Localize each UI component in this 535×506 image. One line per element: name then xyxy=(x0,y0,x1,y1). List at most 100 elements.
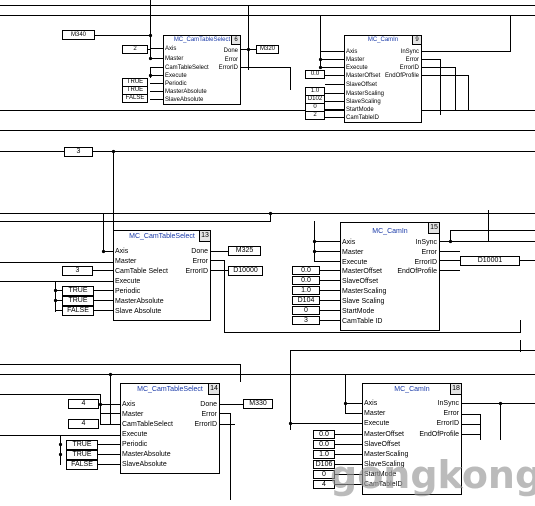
pin-slaveoffset: SlaveOffset xyxy=(346,82,377,88)
fb-instance-number: 14 xyxy=(208,384,219,395)
pin-error: Error xyxy=(192,258,208,265)
pin-axis: Axis xyxy=(342,239,356,246)
pin-done: Done xyxy=(200,401,217,408)
pin-slaveabsolute: SlaveAbsolute xyxy=(165,97,204,103)
output-done-variable[interactable]: M330 xyxy=(243,399,273,409)
watermark-text: gongkong xyxy=(330,453,535,497)
pin-master: Master xyxy=(115,258,137,265)
constant-3[interactable]: 3 xyxy=(64,147,93,157)
pin-periodic: Periodic xyxy=(115,288,141,295)
pin-endofprofile: EndOfProfile xyxy=(419,431,459,438)
fb-mc-camtableselect-13[interactable]: MC_CamTableSelect 13 Axis Master CamTabl… xyxy=(113,230,211,321)
pin-error: Error xyxy=(443,410,459,417)
pin-masterabsolute: MasterAbsolute xyxy=(122,451,171,458)
pin-endofprofile: EndOfProfile xyxy=(384,73,419,79)
fb-mc-camin-18[interactable]: MC_CamIn 18 Axis Master Execute MasterOf… xyxy=(362,383,462,495)
input-masteroffset-value[interactable]: 0.0 xyxy=(305,70,325,79)
pin-master: Master xyxy=(364,410,386,417)
pin-execute: Execute xyxy=(165,73,187,79)
pin-masterscaling: MasterScaling xyxy=(364,451,409,458)
input-masterscaling-value[interactable]: 1.0 xyxy=(313,450,335,459)
input-camtableselect-value[interactable]: 2 xyxy=(122,45,148,54)
input-masterscaling-value[interactable]: 1.0 xyxy=(292,286,320,295)
input-camtableselect-value[interactable]: 3 xyxy=(62,266,93,276)
pin-master: Master xyxy=(122,411,144,418)
pin-done: Done xyxy=(223,48,238,54)
pin-masterscaling: MasterScaling xyxy=(346,91,385,97)
pin-errorid: ErrorID xyxy=(399,65,419,71)
pin-camtableselect: CamTableSelect xyxy=(165,65,209,71)
fb-title: MC_CamTableSelect xyxy=(129,233,195,240)
watermark-logo: gongkong xyxy=(330,455,535,495)
input-startmode-value[interactable]: 0 xyxy=(313,470,335,479)
input-masteroffset-value[interactable]: 0.0 xyxy=(292,266,320,275)
pin-periodic: Periodic xyxy=(165,81,187,87)
fb-instance-number: 15 xyxy=(428,223,439,234)
pin-slavescaling: SlaveScaling xyxy=(346,99,381,105)
pin-master: Master xyxy=(342,249,364,256)
fb-mc-camin-9[interactable]: MC_CamIn 9 Axis Master Execute MasterOff… xyxy=(344,35,422,123)
fb-title: MC_CamTableSelect xyxy=(137,386,203,393)
output-done-variable[interactable]: M325 xyxy=(228,246,261,256)
input-slaveoffset-value[interactable]: 0.0 xyxy=(313,440,335,449)
input-masteroffset-value[interactable]: 0.0 xyxy=(313,430,335,439)
output-done-variable[interactable]: M320 xyxy=(256,45,279,54)
fb-title: MC_CamIn xyxy=(394,386,430,393)
pin-camtableselect: CamTable Select xyxy=(115,268,168,275)
output-errorid-variable[interactable]: D10000 xyxy=(228,266,263,276)
pin-endofprofile: EndOfProfile xyxy=(397,268,437,275)
pin-camtableid: CamTableID xyxy=(346,115,380,121)
pin-execute: Execute xyxy=(122,431,148,438)
input-axis-value[interactable]: 4 xyxy=(68,399,99,409)
pin-camtableselect: CamTableSelect xyxy=(122,421,173,428)
pin-errorid: ErrorID xyxy=(185,268,208,275)
pin-startmode: StartMode xyxy=(364,471,397,478)
pin-slaveoffset: SlaveOffset xyxy=(342,278,379,285)
pin-execute: Execute xyxy=(115,278,141,285)
pin-insync: InSync xyxy=(400,49,419,55)
fb-instance-number: 13 xyxy=(199,231,210,242)
pin-master: Master xyxy=(346,57,365,63)
pin-errorid: ErrorID xyxy=(436,420,459,427)
input-periodic-value[interactable]: TRUE xyxy=(62,286,94,296)
pin-axis: Axis xyxy=(364,400,378,407)
pin-startmode: StartMode xyxy=(346,107,374,113)
pin-error: Error xyxy=(201,411,217,418)
fb-mc-camtableselect-14[interactable]: MC_CamTableSelect 14 Axis Master CamTabl… xyxy=(120,383,220,474)
pin-startmode: StartMode xyxy=(342,308,375,315)
input-camtableid-value[interactable]: 2 xyxy=(305,111,325,120)
variable-m340[interactable]: M340 xyxy=(62,30,95,40)
fb-title: MC_CamIn xyxy=(372,228,408,235)
pin-masteroffset: MasterOffset xyxy=(364,431,404,438)
fb-instance-number: 6 xyxy=(231,36,240,45)
pin-errorid: ErrorID xyxy=(218,65,238,71)
input-camtableid-value[interactable]: 3 xyxy=(292,316,320,325)
input-slaveabsolute-value[interactable]: FALSE xyxy=(122,94,148,103)
input-slavescaling-value[interactable]: D104 xyxy=(292,296,320,305)
pin-error: Error xyxy=(405,57,419,63)
pin-masteroffset: MasterOffset xyxy=(346,73,381,79)
input-camtableid-value[interactable]: 4 xyxy=(313,480,335,489)
output-errorid-variable[interactable]: D10001 xyxy=(460,256,520,266)
input-slaveoffset-value[interactable]: 0.0 xyxy=(292,276,320,285)
pin-slavescaling: SlaveScaling xyxy=(364,461,405,468)
pin-axis: Axis xyxy=(165,46,177,52)
fb-title: MC_CamIn xyxy=(367,37,399,43)
input-masterabsolute-value[interactable]: TRUE xyxy=(66,450,98,460)
input-slaveabsolute-value[interactable]: FALSE xyxy=(66,460,98,470)
pin-camtableid: CamTableID xyxy=(364,481,403,488)
input-startmode-value[interactable]: 0 xyxy=(292,306,320,315)
input-periodic-value[interactable]: TRUE xyxy=(66,440,98,450)
pin-masterscaling: MasterScaling xyxy=(342,288,387,295)
pin-axis: Axis xyxy=(346,49,358,55)
fb-mc-camin-15[interactable]: MC_CamIn 15 Axis Master Execute MasterOf… xyxy=(340,222,440,331)
input-slavescaling-value[interactable]: D106 xyxy=(313,460,335,469)
pin-masteroffset: MasterOffset xyxy=(342,268,382,275)
input-camtableselect-value[interactable]: 4 xyxy=(68,419,99,429)
input-slaveabsolute-value[interactable]: FALSE xyxy=(62,306,94,316)
pin-slaveoffset: SlaveOffset xyxy=(364,441,401,448)
pin-master: Master xyxy=(165,56,184,62)
fb-mc-camtableselect-6[interactable]: MC_CamTableSelect 6 Axis Master CamTable… xyxy=(163,35,241,105)
input-masterabsolute-value[interactable]: TRUE xyxy=(62,296,94,306)
pin-execute: Execute xyxy=(342,259,368,266)
